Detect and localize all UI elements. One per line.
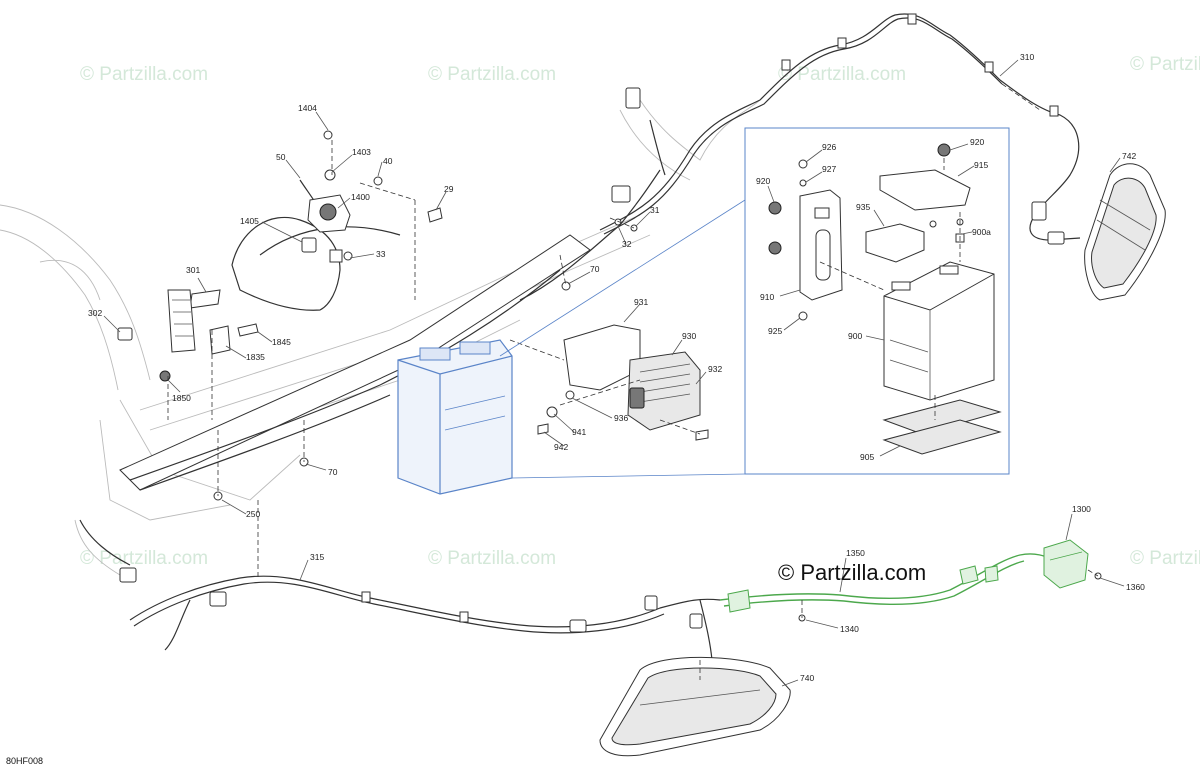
label-926: 926 — [822, 142, 836, 152]
label-942: 942 — [554, 442, 568, 452]
label-250: 250 — [246, 509, 260, 519]
lower-harness — [119, 567, 721, 661]
label-33: 33 — [376, 249, 386, 259]
label-740: 740 — [800, 673, 814, 683]
label-1850: 1850 — [172, 393, 191, 403]
regulator-assembly — [509, 324, 709, 441]
green-harness-1350 — [719, 539, 1102, 622]
label-310: 310 — [1020, 52, 1034, 62]
label-935: 935 — [856, 202, 870, 212]
label-932: 932 — [708, 364, 722, 374]
label-900a: 900a — [972, 227, 991, 237]
watermarks: © Partzilla.com © Partzilla.com © Partzi… — [80, 54, 1200, 569]
light-740 — [599, 656, 791, 757]
label-1340: 1340 — [840, 624, 859, 634]
label-50: 50 — [276, 152, 286, 162]
label-1404: 1404 — [298, 103, 317, 113]
label-1300: 1300 — [1072, 504, 1091, 514]
upper-harness — [519, 13, 1081, 301]
battery-inset — [744, 127, 1010, 475]
watermark: © Partzilla.com — [428, 548, 556, 569]
label-301: 301 — [186, 265, 200, 275]
label-29: 29 — [444, 184, 454, 194]
label-910: 910 — [760, 292, 774, 302]
copyright-text: © Partzilla.com — [778, 560, 926, 585]
watermark: © Partzilla.com — [80, 548, 208, 569]
label-742: 742 — [1122, 151, 1136, 161]
label-930: 930 — [682, 331, 696, 341]
label-905: 905 — [860, 452, 874, 462]
label-40: 40 — [383, 156, 393, 166]
label-70-upper: 70 — [590, 264, 600, 274]
watermark: © Partzilla.com — [1130, 54, 1200, 75]
label-315: 315 — [310, 552, 324, 562]
label-1835: 1835 — [246, 352, 265, 362]
diagram-code: 80HF008 — [6, 756, 43, 766]
label-915: 915 — [974, 160, 988, 170]
label-1405: 1405 — [240, 216, 259, 226]
label-936: 936 — [614, 413, 628, 423]
label-70-lower: 70 — [328, 467, 338, 477]
part-labels: 1404 50 1403 40 1400 29 1405 31 32 33 70… — [88, 52, 1145, 683]
label-900: 900 — [848, 331, 862, 341]
label-31: 31 — [650, 205, 660, 215]
connection-lines — [167, 83, 1099, 680]
components-upper-left — [117, 130, 638, 501]
label-1350: 1350 — [846, 548, 865, 558]
vehicle-frame — [0, 99, 761, 576]
label-927: 927 — [822, 164, 836, 174]
watermark: © Partzilla.com — [1130, 548, 1200, 569]
watermark: © Partzilla.com — [80, 64, 208, 85]
label-1403: 1403 — [352, 147, 371, 157]
label-925: 925 — [768, 326, 782, 336]
battery-highlighted — [397, 339, 513, 495]
label-302: 302 — [88, 308, 102, 318]
watermark: © Partzilla.com — [778, 64, 906, 85]
label-1845: 1845 — [272, 337, 291, 347]
label-941: 941 — [572, 427, 586, 437]
inset-leader-lines — [499, 199, 746, 479]
label-1360: 1360 — [1126, 582, 1145, 592]
label-32: 32 — [622, 239, 632, 249]
label-leaders — [103, 59, 1125, 687]
label-1400: 1400 — [351, 192, 370, 202]
label-931: 931 — [634, 297, 648, 307]
watermark: © Partzilla.com — [428, 64, 556, 85]
label-920-right: 920 — [970, 137, 984, 147]
label-920-left: 920 — [756, 176, 770, 186]
chassis-rail — [79, 234, 591, 566]
headlight-742 — [1084, 163, 1166, 301]
